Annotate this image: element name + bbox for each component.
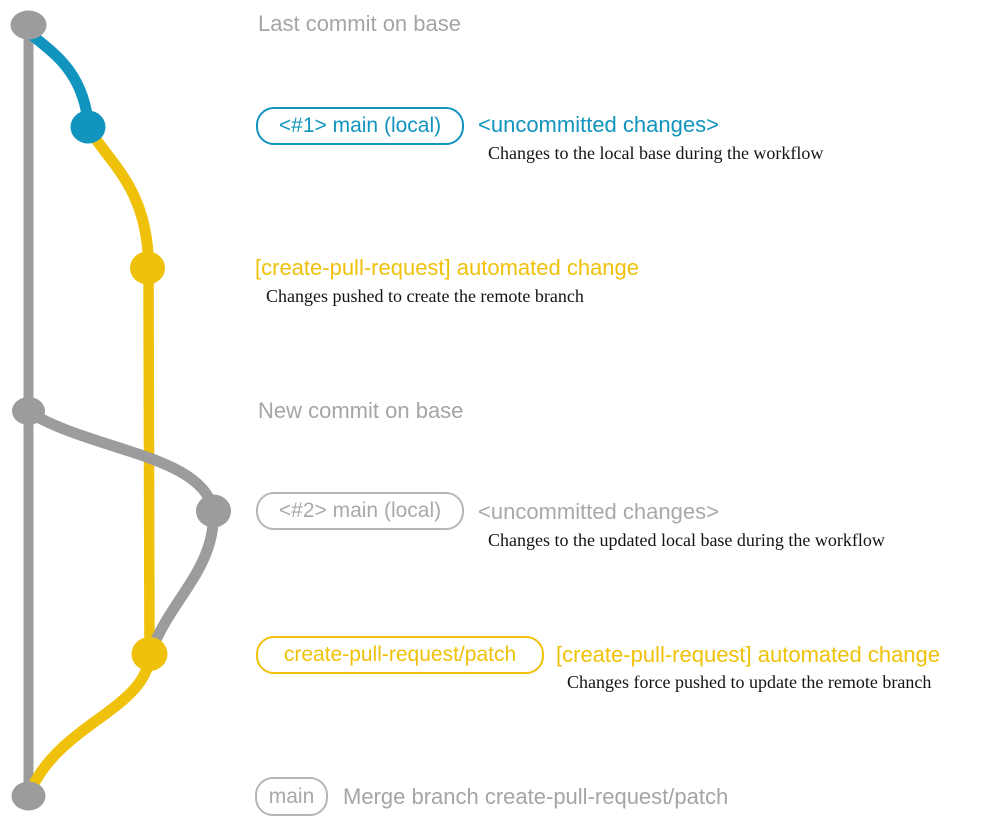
note-last-commit-on-base: Last commit on base [258, 11, 461, 36]
commit-message-uncommitted-2: <uncommitted changes> [478, 499, 719, 524]
commit-message-uncommitted-1: <uncommitted changes> [478, 112, 719, 137]
branch-label-main-local-2: <#2> main (local) [256, 492, 464, 530]
commit-description-4: Changes force pushed to update the remot… [567, 672, 932, 692]
commit-main-local-1 [70, 110, 106, 144]
commit-automated-change-1 [130, 251, 165, 285]
commit-description-3: Changes to the updated local base during… [488, 530, 885, 550]
note-new-commit-on-base: New commit on base [258, 398, 464, 423]
branch-label-main-text: main [268, 784, 315, 808]
commit-main-local-2 [196, 494, 231, 528]
commit-description-1: Changes to the local base during the wor… [488, 143, 824, 163]
branch-label-patch-text: create-pull-request/patch [283, 643, 517, 666]
branch-label-main-local-2-text: <#2> main (local) [278, 499, 442, 522]
branch-label-main: main [255, 777, 328, 816]
branch-label-main-local-1: <#1> main (local) [256, 107, 464, 145]
branch-label-patch: create-pull-request/patch [256, 636, 544, 674]
patch-branch-create-curve [83, 121, 154, 274]
base-to-main2-curve [23, 406, 219, 518]
patch-merge-curve [23, 650, 155, 802]
commit-automated-change-2 [131, 637, 168, 671]
commit-new-base [12, 397, 45, 425]
commit-last-base [10, 10, 47, 40]
commit-description-2: Changes pushed to create the remote bran… [266, 286, 584, 306]
commit-message-automated-change-2: [create-pull-request] automated change [556, 642, 941, 667]
main2-to-patch-curve [145, 508, 220, 658]
commit-message-merge: Merge branch create-pull-request/patch [343, 784, 729, 809]
commit-message-automated-change-1: [create-pull-request] automated change [255, 255, 640, 280]
commit-merge-main [11, 781, 46, 811]
branch-label-main-local-1-text: <#1> main (local) [278, 114, 442, 137]
